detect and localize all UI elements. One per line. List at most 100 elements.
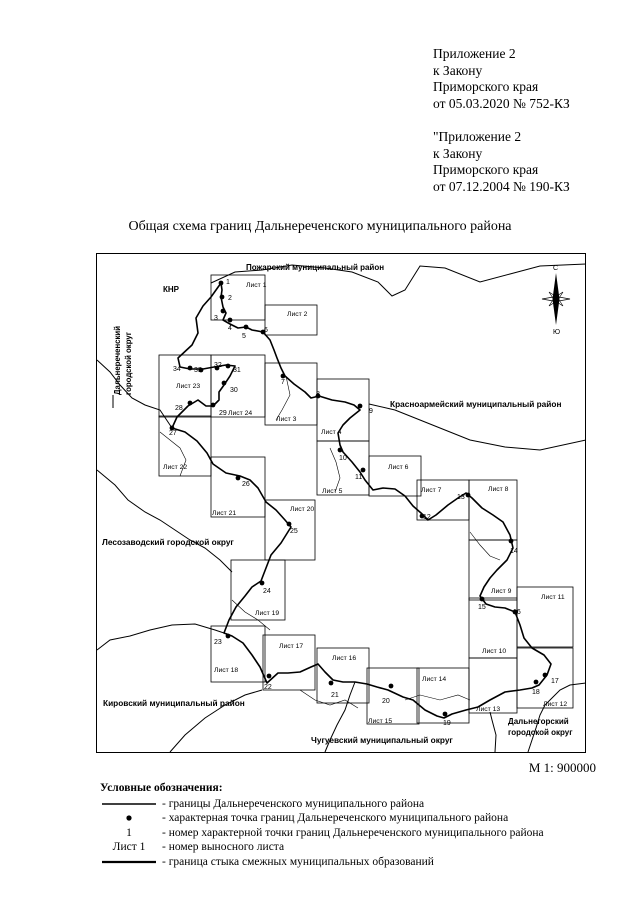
header-line: Приложение 2 — [433, 46, 516, 61]
internal-lines — [159, 375, 501, 709]
neighbor-label: Чугуевский муниципальный округ — [311, 735, 453, 745]
point-number: 29 — [219, 410, 227, 417]
sheet-label: Лист 7 — [421, 487, 442, 494]
minor-line — [329, 447, 341, 493]
neighbor-label: Кировский муниципальный район — [103, 698, 245, 708]
legend-description: - граница стыка смежных муниципальных об… — [162, 855, 434, 868]
point-number: 20 — [382, 698, 390, 705]
legend-title: Условные обозначения: — [100, 782, 223, 794]
header-line: к Закону — [433, 62, 483, 78]
map-title: Общая схема границ Дальнереченского муни… — [128, 219, 512, 234]
compass-needle — [552, 273, 560, 325]
sheet-label: Лист 10 — [482, 648, 506, 655]
neighbor-label: Пожарский муниципальный район — [246, 263, 384, 272]
point-number: 13 — [457, 494, 465, 501]
sheet-label: Лист 21 — [212, 510, 236, 517]
sheet-label: Лист 18 — [214, 667, 238, 674]
sheet-frame — [416, 667, 470, 724]
compass-diag — [548, 291, 564, 307]
point-number: 14 — [510, 548, 518, 555]
minor-line — [299, 689, 359, 709]
sheet-frame — [210, 456, 266, 518]
point-number: 25 — [290, 528, 298, 535]
sheet-frame — [262, 634, 316, 691]
sheet-label: Лист 9 — [491, 588, 512, 595]
minor-line — [159, 431, 187, 477]
boundary-point-icon — [243, 324, 249, 330]
boundary-point-icon — [214, 365, 220, 371]
adjacent-border-line — [527, 682, 586, 753]
point-number: 30 — [230, 387, 238, 394]
point-number: 18 — [532, 689, 540, 696]
sheet-grid — [158, 274, 574, 725]
sheet-label: Лист 23 — [176, 383, 200, 390]
adjacent-border-line — [210, 263, 586, 297]
points-layer: 1234567891011121314151617181920212223242… — [169, 279, 559, 727]
point-number: 27 — [169, 430, 177, 437]
legend-row: Лист 1- номер выносного листа — [100, 840, 620, 855]
header-line: к Закону — [433, 145, 483, 161]
sheet-label: Лист 20 — [290, 506, 314, 513]
compass-rose-icon: СЮ — [541, 265, 571, 336]
point-number: 33 — [194, 367, 202, 374]
legend-description: - характерная точка границ Дальнереченск… — [162, 812, 509, 824]
district-boundary-line — [171, 282, 552, 719]
point-number: 5 — [242, 333, 246, 340]
point-number: 31 — [233, 367, 241, 374]
point-number: 1 — [226, 279, 230, 286]
neighbor-label: КНР — [163, 285, 180, 294]
boundary-point-icon — [512, 609, 518, 615]
boundary-point-icon — [198, 367, 204, 373]
sheet-frame — [210, 625, 266, 683]
legend: Условные обозначения: - границы Дальнере… — [100, 781, 620, 869]
boundary-point-icon — [280, 373, 286, 379]
point-number: 26 — [242, 481, 250, 488]
boundary-point-icon — [357, 403, 363, 409]
sheet-frame — [316, 440, 370, 496]
sheet-frame — [264, 499, 316, 561]
boundary-point-icon — [169, 425, 175, 431]
point-number: 34 — [173, 366, 181, 373]
point-number: 15 — [478, 604, 486, 611]
sheet-label: Лист 17 — [279, 643, 303, 650]
point-number: 22 — [264, 684, 272, 691]
header-line: Приморского края — [433, 162, 539, 177]
minor-line — [469, 531, 501, 561]
sheet-label: Лист 15 — [368, 718, 392, 725]
boundary-point-icon — [266, 673, 272, 679]
neighbor-label: городской округ — [508, 728, 573, 737]
adjacent-border-line — [368, 403, 586, 451]
map-frame — [96, 253, 586, 753]
compass-cross — [541, 296, 571, 302]
sheet-frame — [366, 667, 420, 725]
boundary-point-icon — [225, 633, 231, 639]
boundary-point-icon — [235, 475, 241, 481]
compass-north-label: С — [553, 265, 558, 272]
adjacent-border-line — [96, 469, 233, 573]
sheet-frame — [210, 354, 266, 418]
point-number: 6 — [264, 327, 268, 334]
boundary-point-icon — [388, 683, 394, 689]
adjacent-border-line — [169, 689, 263, 753]
legend-description: - границы Дальнереченского муниципальног… — [162, 797, 425, 810]
header-line: от 07.12.2004 № 190-КЗ — [433, 178, 570, 194]
legend-adjacent-line-icon — [100, 855, 158, 870]
boundary-point-icon — [337, 447, 343, 453]
minor-line — [275, 375, 291, 421]
neighbor-label: Дальнереченский — [113, 326, 122, 395]
point-number: 4 — [228, 325, 232, 332]
sheet-label: Лист 2 — [287, 311, 308, 318]
sheet-label: Лист 13 — [476, 706, 500, 713]
legend-label-sample: 1 — [126, 826, 132, 839]
boundary-point-icon — [187, 400, 193, 406]
legend-row: - граница стыка смежных муниципальных об… — [100, 855, 620, 870]
boundary-point-icon — [221, 380, 227, 386]
legend-row: - характерная точка границ Дальнереченск… — [100, 811, 620, 826]
boundary-point-icon — [259, 580, 265, 586]
boundary-point-icon — [479, 596, 485, 602]
boundary-point-icon — [442, 711, 448, 717]
point-number: 10 — [339, 455, 347, 462]
point-number: 12 — [423, 514, 431, 521]
sheet-label: Лист 5 — [322, 488, 343, 495]
